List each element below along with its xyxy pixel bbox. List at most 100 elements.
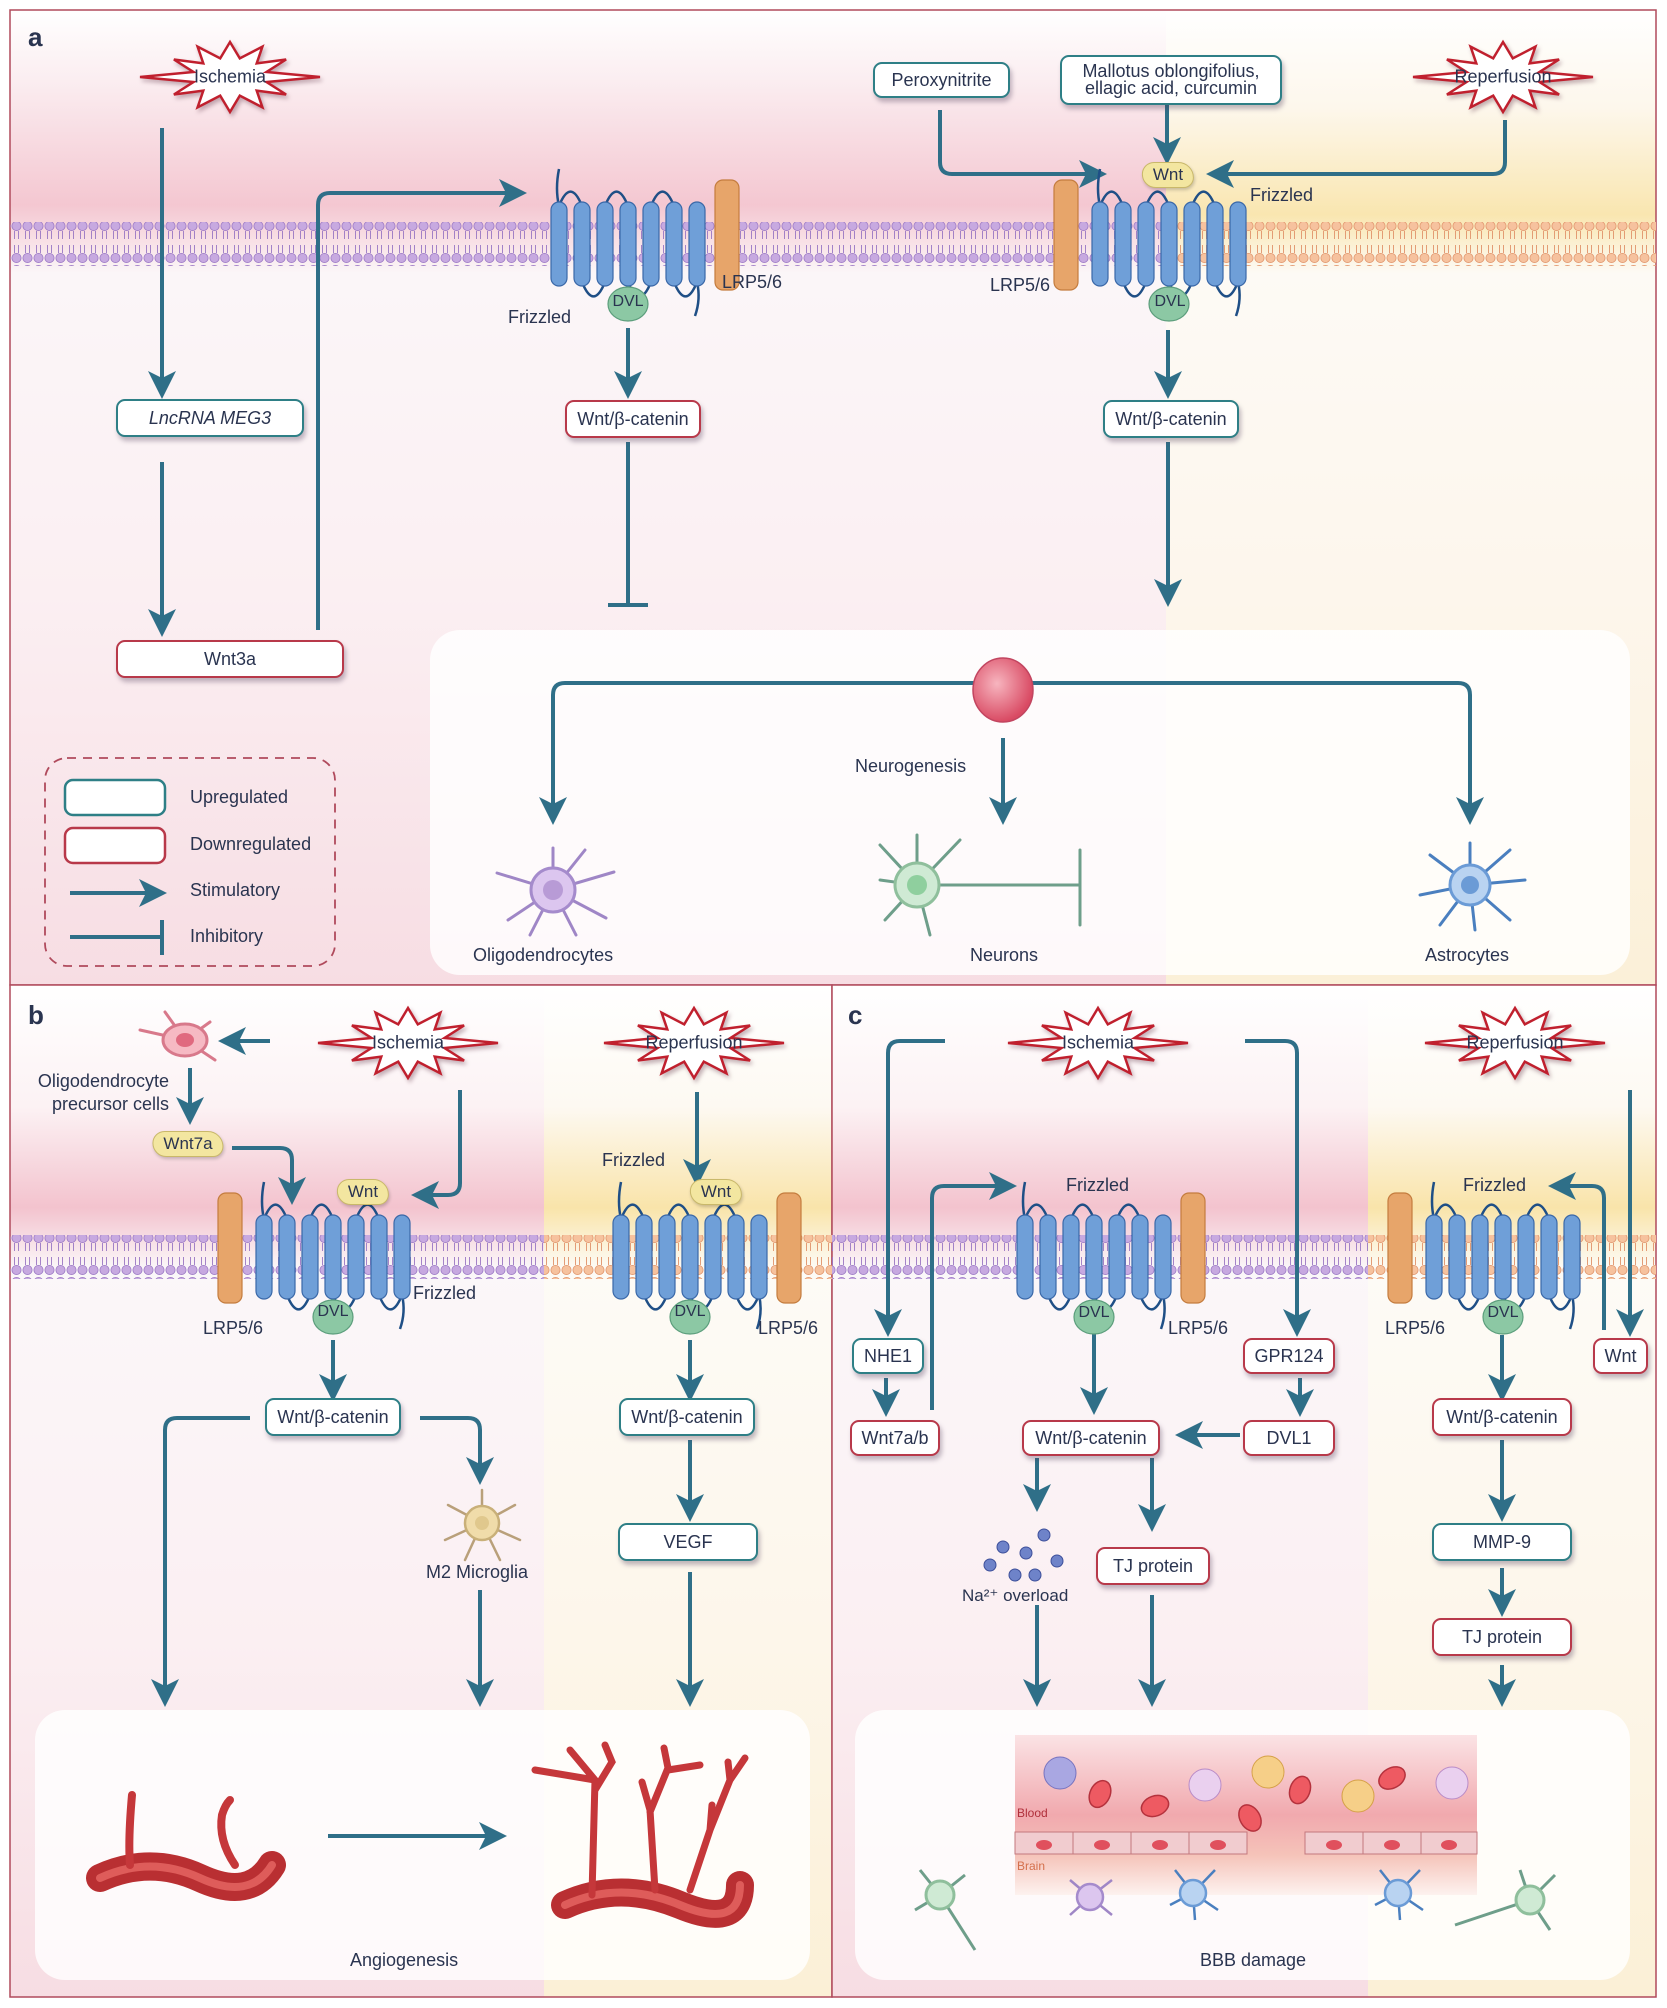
reperfusion-star-c — [1424, 1005, 1606, 1081]
arrow-wntbcat-to-angiogenesis — [151, 1416, 250, 1707]
arrow-wnt7a-to-frizzled — [232, 1146, 306, 1205]
frizzled-helix — [278, 1214, 296, 1300]
lrp5-6-coreceptor — [714, 179, 740, 291]
lrp5-6-coreceptor — [1053, 179, 1079, 291]
frizzled-helix — [347, 1214, 365, 1300]
receptor-complex-a-right — [1053, 168, 1247, 322]
frizzled-helix — [301, 1214, 319, 1300]
vessel-after — [531, 1741, 754, 1928]
arrow-ischemia-to-wnt-b — [411, 1090, 462, 1209]
frizzled-helix — [1448, 1214, 1466, 1300]
label-frizzled-c-left: Frizzled — [1066, 1175, 1130, 1195]
arrow-wnt3a-to-frizzled — [316, 179, 527, 630]
node-lncrna-meg3: LncRNA MEG3 — [116, 399, 304, 437]
frizzled-helix — [727, 1214, 745, 1300]
lrp5-6-coreceptor — [1180, 1192, 1206, 1304]
frizzled-helix — [1062, 1214, 1080, 1300]
lrp5-6-coreceptor — [217, 1192, 243, 1304]
dvl-label-c-left: DVL — [1078, 1304, 1110, 1321]
cell-membrane-c — [832, 1235, 1656, 1279]
arrow-wnt7ab-to-frizzled — [930, 1172, 1017, 1410]
stimulus-stars — [139, 39, 1606, 1081]
reperfusion-star-a — [1412, 39, 1594, 115]
frizzled-helix — [1131, 1214, 1149, 1300]
frizzled-helix — [1016, 1214, 1034, 1300]
frizzled-helix — [612, 1214, 630, 1300]
ischemia-star-a — [139, 39, 321, 115]
node-wnt7ab: Wnt7a/b — [850, 1420, 940, 1456]
frizzled-helix — [1108, 1214, 1126, 1300]
label-neurons: Neurons — [970, 945, 1039, 965]
panel-label-b: b — [28, 1000, 44, 1030]
label-lrp-b-left: LRP5/6 — [203, 1318, 264, 1338]
vessel-before — [86, 1791, 286, 1901]
dvl-label-c-right: DVL — [1487, 1304, 1519, 1321]
arrow-peroxynitrite-to-wnt — [938, 110, 1107, 188]
dvl-protein — [1148, 286, 1190, 322]
receptor-complex-b-left — [217, 1181, 411, 1335]
node-peroxynitrite: Peroxynitrite — [873, 62, 1010, 98]
frizzled-helix — [658, 1214, 676, 1300]
dvl-label-b-left: DVL — [317, 1303, 349, 1320]
legend-stimulatory-label: Stimulatory — [190, 880, 281, 900]
arrow-ischemia-to-nhe1 — [874, 1039, 945, 1337]
wnt7a-ligand: Wnt7a — [152, 1131, 224, 1157]
legend-downregulated-label: Downregulated — [190, 834, 312, 854]
frizzled-helix — [596, 201, 614, 287]
dvl-protein — [607, 286, 649, 322]
arrow-stem-to-oligodendrocytes — [539, 681, 1000, 825]
label-lrp-b-right: LRP5/6 — [758, 1318, 819, 1338]
receptor-complex-a-left — [550, 168, 740, 322]
stimulus-ischemia-a: Ischemia — [193, 66, 267, 87]
node-wnt-bcatenin-b-right: Wnt/β-catenin — [619, 1398, 755, 1436]
arrow-wnt-to-frizzled-c — [1548, 1172, 1606, 1330]
frizzled-helix — [635, 1214, 653, 1300]
angiogenesis-outcome-box — [35, 1710, 810, 1980]
stimulus-ischemia-b: Ischemia — [371, 1032, 445, 1053]
label-lrp-c-right: LRP5/6 — [1385, 1318, 1446, 1338]
label-angiogenesis: Angiogenesis — [350, 1950, 459, 1970]
frizzled-helix — [370, 1214, 388, 1300]
wnt-ligand-a: Wnt — [1141, 162, 1195, 188]
stimulus-reperfusion-b: Reperfusion — [645, 1032, 743, 1053]
frizzled-helix — [1206, 201, 1224, 287]
receptors — [217, 168, 1581, 1335]
node-wnt3a: Wnt3a — [116, 640, 344, 678]
label-bbb-damage: BBB damage — [1200, 1950, 1307, 1970]
receptor-complex-c-left — [1016, 1181, 1206, 1335]
m2-microglia-cell — [443, 1488, 522, 1562]
frizzled-helix — [681, 1214, 699, 1300]
node-wnt-c: Wnt — [1593, 1338, 1648, 1374]
label-lrp-c-left: LRP5/6 — [1168, 1318, 1229, 1338]
frizzled-helix — [688, 201, 706, 287]
bbb-oligodendrocyte — [1069, 1879, 1113, 1916]
dvl-protein — [669, 1299, 711, 1335]
label-oligodendrocytes: Oligodendrocytes — [473, 945, 614, 965]
frizzled-helix — [1137, 201, 1155, 287]
frizzled-helix — [619, 201, 637, 287]
frizzled-helix — [642, 201, 660, 287]
label-frizzled-b-left: Frizzled — [413, 1283, 477, 1303]
wnt-ligand-b-left: Wnt — [336, 1179, 390, 1205]
frizzled-helix — [1494, 1214, 1512, 1300]
frizzled-helix — [704, 1214, 722, 1300]
node-tj-protein-c-right: TJ protein — [1432, 1618, 1572, 1656]
dvl-protein — [312, 1299, 354, 1335]
legend-upregulated-label: Upregulated — [190, 787, 289, 807]
label-na-overload: Na²⁺ overload — [962, 1586, 1069, 1605]
receptor-complex-c-right — [1387, 1181, 1581, 1335]
node-dvl1: DVL1 — [1243, 1420, 1335, 1456]
wnt-ligand-b-right: Wnt — [689, 1179, 743, 1205]
dvl-protein — [1482, 1299, 1524, 1335]
bbb-neuron-right — [1454, 1869, 1557, 1931]
stimulus-reperfusion-a: Reperfusion — [1454, 66, 1552, 87]
label-frizzled-a-left: Frizzled — [508, 307, 572, 327]
node-mallotus-ellagic-curcumin: Mallotus oblongifolius, ellagic acid, cu… — [1060, 55, 1282, 105]
frizzled-helix — [573, 201, 591, 287]
frizzled-helix — [1425, 1214, 1443, 1300]
stem-cell — [972, 657, 1034, 723]
label-brain: Brain — [1017, 1859, 1046, 1873]
ischemia-star-b — [317, 1005, 499, 1081]
node-tj-protein-c-left: TJ protein — [1096, 1547, 1210, 1585]
bbb-vessel — [1014, 1735, 1478, 1895]
